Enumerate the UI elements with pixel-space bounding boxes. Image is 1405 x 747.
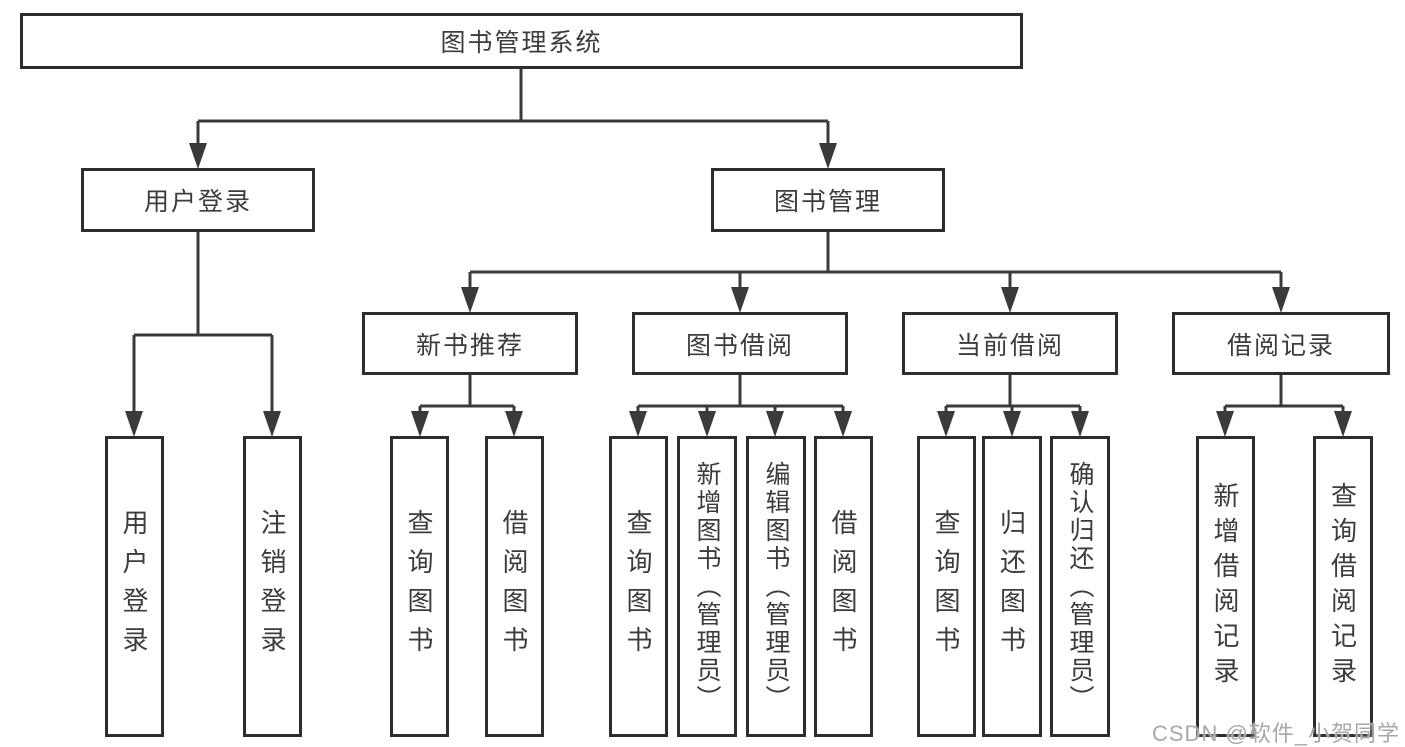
node-records-query-record: 查询借阅记录 (1313, 436, 1373, 737)
node-library-system: 图书管理系统 (20, 13, 1023, 69)
node-borrow-borrow-book: 借阅图书 (814, 436, 873, 737)
node-current-confirm-return-admin: 确认归还（管理员） (1050, 436, 1110, 737)
node-borrow-edit-book-admin: 编辑图书（管理员） (746, 436, 806, 737)
node-borrow-query-book: 查询图书 (609, 436, 668, 737)
node-newbook-borrow-book: 借阅图书 (485, 436, 544, 737)
node-current-query-book: 查询图书 (917, 436, 976, 737)
node-new-book-recommendation: 新书推荐 (362, 312, 578, 375)
node-logout: 注销登录 (243, 436, 302, 737)
node-borrow-add-book-admin: 新增图书（管理员） (677, 436, 737, 737)
node-book-borrowing: 图书借阅 (632, 312, 848, 375)
node-book-management: 图书管理 (711, 168, 945, 232)
node-newbook-query-book: 查询图书 (390, 436, 449, 737)
node-borrowing-records: 借阅记录 (1172, 312, 1390, 375)
node-current-borrowing: 当前借阅 (902, 312, 1118, 375)
node-user-login: 用户登录 (81, 168, 315, 232)
watermark-text: CSDN @软件_小贺同学 (1152, 721, 1401, 746)
node-records-add-record: 新增借阅记录 (1196, 436, 1255, 737)
node-user-login-leaf: 用户登录 (105, 436, 164, 737)
node-current-return-book: 归还图书 (982, 436, 1042, 737)
